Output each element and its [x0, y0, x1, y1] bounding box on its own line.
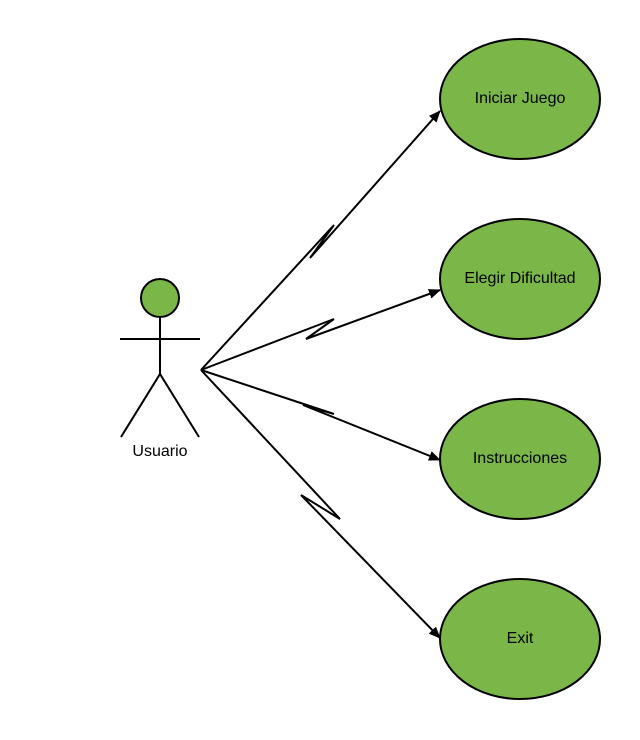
- actor-label: Usuario: [132, 443, 187, 460]
- connector-elegir-dificultad: [200, 289, 441, 371]
- connector-exit: [200, 369, 441, 639]
- use-case-ellipse[interactable]: [439, 578, 601, 700]
- actor-head: [140, 278, 180, 318]
- actor-right-leg: [159, 373, 200, 438]
- use-case-ellipse[interactable]: [439, 398, 601, 520]
- use-case-exit[interactable]: Exit: [439, 578, 601, 700]
- use-case-label: Elegir Dificultad: [464, 270, 575, 287]
- use-case-instrucciones[interactable]: Instrucciones: [439, 398, 601, 520]
- actor-left-leg: [120, 373, 161, 438]
- connector-iniciar-juego: [200, 110, 441, 371]
- use-case-label: Instrucciones: [473, 450, 567, 467]
- connector-instrucciones: [200, 369, 441, 461]
- use-case-ellipse[interactable]: [439, 38, 601, 160]
- use-case-elegir-dificultad[interactable]: Elegir Dificultad: [439, 218, 601, 340]
- connectors: [200, 110, 441, 639]
- actor-usuario: Usuario: [120, 278, 200, 460]
- use-case-label: Exit: [507, 630, 534, 647]
- use-case-label: Iniciar Juego: [475, 90, 566, 107]
- use-case-iniciar-juego[interactable]: Iniciar Juego: [439, 38, 601, 160]
- use-case-ellipse[interactable]: [439, 218, 601, 340]
